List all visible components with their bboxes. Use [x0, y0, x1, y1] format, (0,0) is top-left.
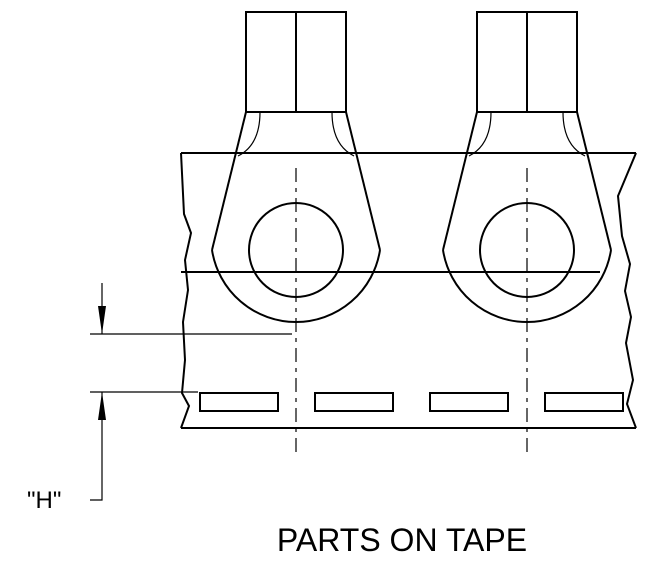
dimension-h: "H" — [27, 283, 292, 514]
sprocket-hole — [544, 392, 624, 412]
arrowhead-down — [98, 306, 106, 334]
sprocket-holes — [199, 392, 624, 412]
neck-fillet-left — [237, 111, 261, 157]
terminal-neck-right — [576, 111, 612, 251]
neck-fillet-right — [562, 111, 586, 157]
carrier-tape — [180, 152, 637, 429]
sprocket-hole — [314, 392, 394, 412]
terminal-neck-left — [442, 111, 478, 251]
neck-fillet-right — [331, 111, 355, 157]
tape-right-break — [616, 152, 637, 429]
neck-fillet-left — [468, 111, 492, 157]
ring-terminal-right — [442, 11, 612, 452]
drawing-caption: PARTS ON TAPE — [276, 522, 528, 558]
terminal-neck-right — [345, 111, 381, 251]
dimension-label: "H" — [27, 487, 61, 514]
arrowhead-up — [98, 392, 106, 420]
sprocket-hole — [429, 392, 509, 412]
dimension-line-bottom — [90, 392, 103, 501]
sprocket-hole — [199, 392, 279, 412]
terminal-neck-left — [211, 111, 247, 251]
ring-terminal-left — [211, 11, 381, 452]
tape-left-break — [180, 152, 193, 429]
